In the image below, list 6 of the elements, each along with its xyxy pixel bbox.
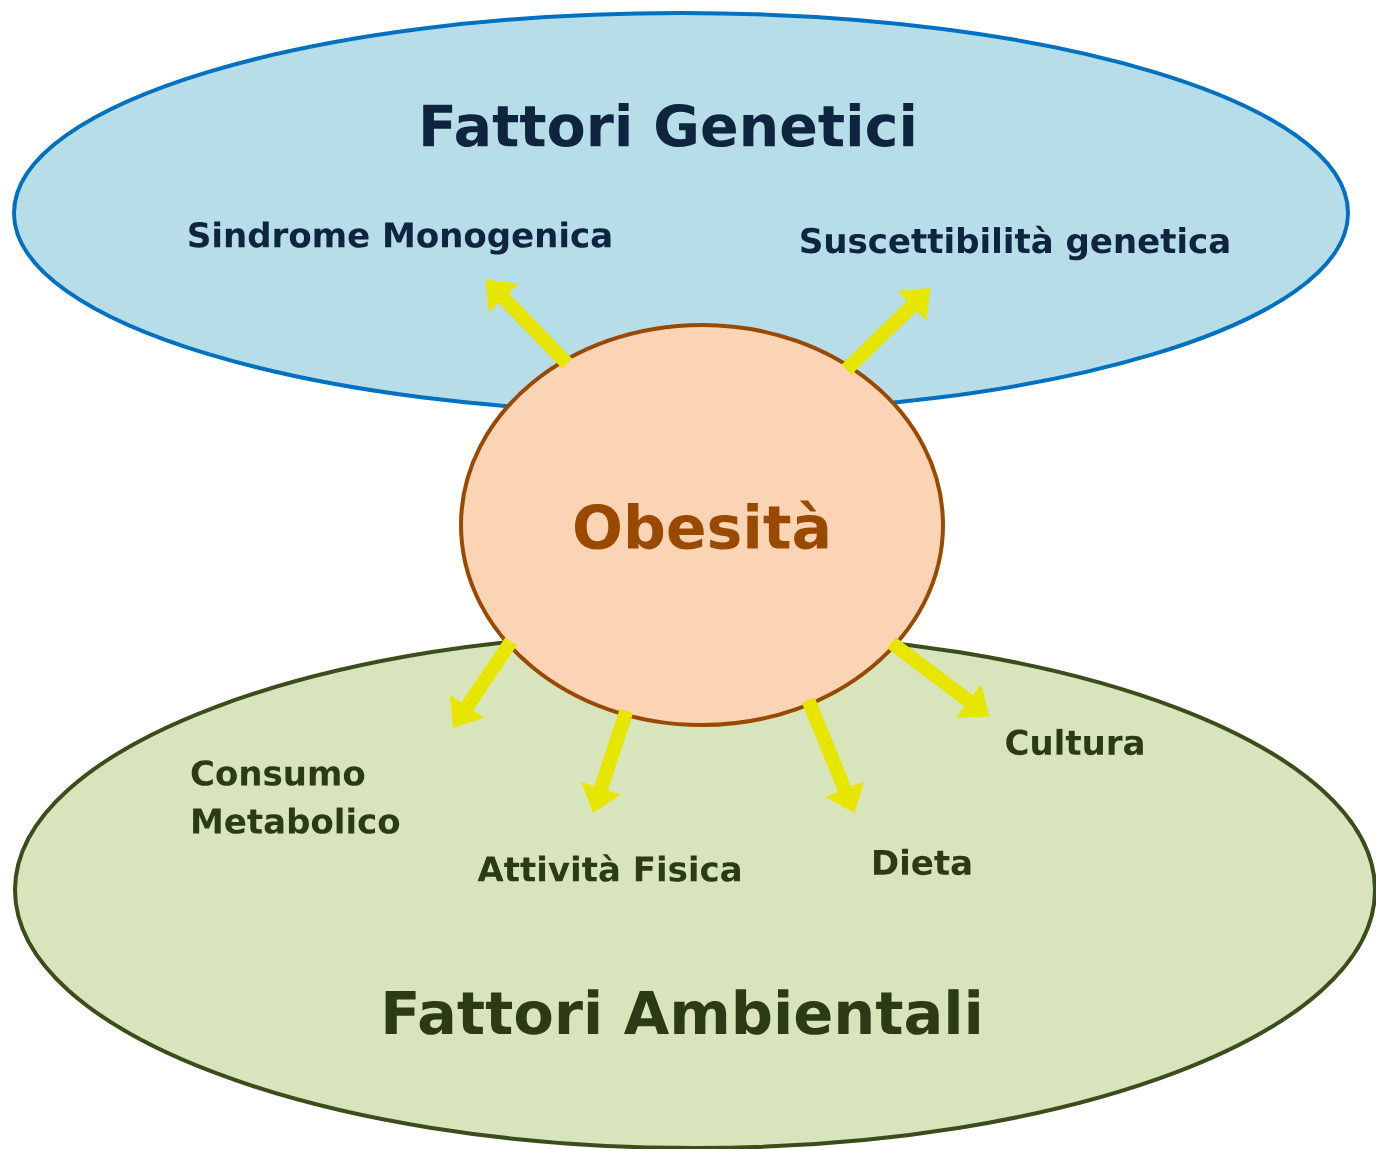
factor-label: Consumo Metabolico bbox=[191, 760, 400, 834]
factor-label: Cultura bbox=[1006, 728, 1143, 756]
factor-label: Dieta bbox=[874, 848, 971, 876]
factor-label: Attività Fisica bbox=[477, 854, 740, 882]
factor-label: Suscettibilità genetica bbox=[801, 225, 1229, 261]
factor-label: Sindrome Monogenica bbox=[189, 221, 611, 255]
